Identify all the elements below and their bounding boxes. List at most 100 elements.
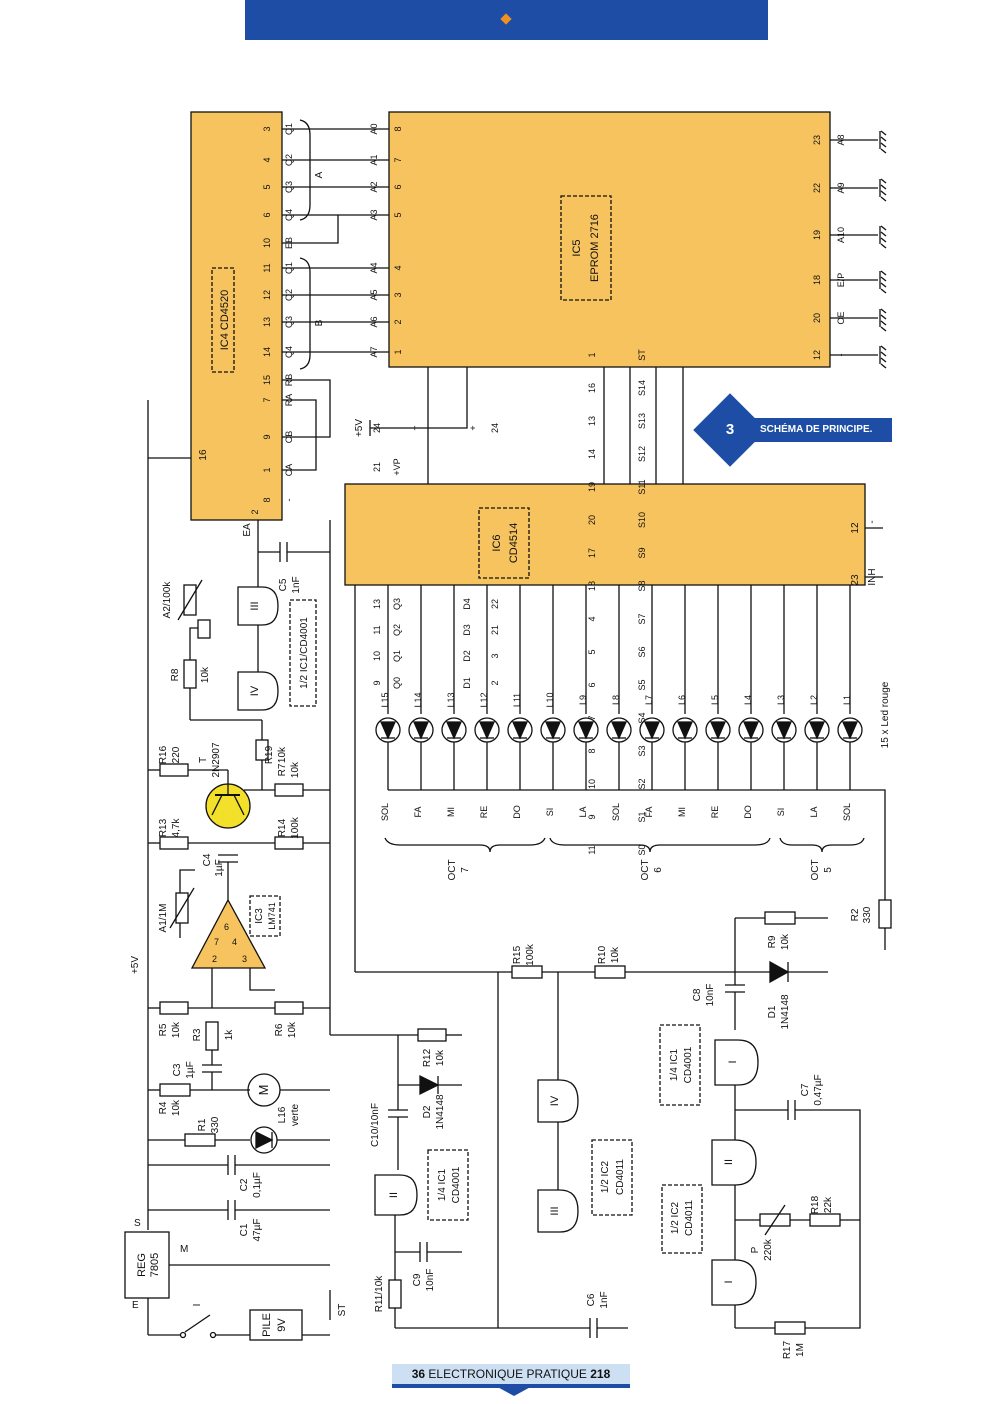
svg-text:4: 4 [232, 937, 237, 947]
ic6-pin-label: S5 [637, 679, 647, 690]
led-label: L5 [710, 695, 720, 705]
ic3-opamp [190, 898, 267, 969]
ic4-pin-num: 2 [250, 509, 260, 514]
l16-name: L16 [277, 1106, 288, 1123]
note-label: FA [413, 806, 423, 817]
ic5-pin-num: 12 [812, 350, 822, 360]
ic6-pin-num: 11 [587, 845, 597, 854]
ic5-pin-num: 13 [372, 599, 382, 609]
ic4-pin-num: 4 [262, 157, 272, 162]
c1-value: 47µF [252, 1219, 263, 1242]
r12-body [417, 1028, 447, 1042]
note-label: FA [644, 806, 654, 817]
reg-e: E [132, 1300, 139, 1311]
d1-name: D1 [767, 1005, 778, 1018]
ic6-pin-label: S7 [637, 613, 647, 624]
ic6-part: CD4514 [508, 523, 520, 563]
l16-value: verte [290, 1103, 301, 1126]
r14-name: R14 [277, 818, 288, 837]
ic2-half-box [591, 1139, 633, 1216]
oct5-num: 5 [823, 867, 834, 873]
led-label: L3 [776, 695, 786, 705]
ic6-pin-label: S0 [637, 844, 647, 855]
r8-name: R8 [170, 668, 181, 681]
r5-name: R5 [158, 1023, 169, 1036]
ic1-q2-part: CD4001 [683, 1046, 694, 1083]
r5-body [159, 1001, 189, 1015]
c8-value: 10nF [705, 984, 716, 1007]
t-part: 2N2907 [211, 742, 222, 777]
ic6-pin-num: 13 [587, 416, 597, 426]
ic6-pin-num: 7 [587, 715, 597, 720]
ic6-pin-num: 16 [587, 383, 597, 393]
ic6-pin-num: 1 [587, 352, 597, 357]
c6-value: 1nF [599, 1291, 610, 1308]
ic6-pin-num: 3 [490, 653, 500, 658]
ic3-name-box [249, 895, 281, 937]
pile-name: PILE [261, 1313, 273, 1337]
d1-value: 1N4148 [780, 994, 791, 1029]
r4-name: R4 [158, 1101, 169, 1114]
ic6-pin12-num: 12 [850, 522, 861, 534]
led-common-wire [388, 789, 886, 900]
gate-i-a-label: I [727, 1060, 739, 1063]
note-label: DO [743, 805, 753, 819]
bus-a-brace [299, 119, 311, 221]
p-name: P [750, 1246, 761, 1253]
ic4-pin16: 16 [198, 449, 209, 461]
r1-body [184, 1133, 216, 1147]
ic5-pin-num: 4 [393, 265, 403, 270]
ic5-pin-label: Q1 [392, 650, 402, 662]
r9-body [764, 911, 796, 925]
oct6-num: 6 [653, 867, 664, 873]
pile-body [249, 1309, 303, 1341]
led-label: L1 [842, 695, 852, 705]
led-label: L2 [809, 695, 819, 705]
r9-name: R9 [767, 935, 778, 948]
r8-body [183, 659, 197, 689]
r18-value: 22k [823, 1196, 834, 1213]
reg-body [124, 1231, 170, 1299]
ic6-pin-num: 17 [587, 548, 597, 558]
ic6-pin-num: 4 [587, 616, 597, 621]
gate-i-b [711, 1259, 757, 1306]
ic4-pin-label: - [284, 499, 294, 502]
ic5-body [388, 111, 831, 368]
led-label: L8 [611, 695, 621, 705]
gate-i-b-label: I [723, 1280, 735, 1283]
ic6-pin-label: D3 [462, 624, 472, 636]
ic5-pin-num: 2 [393, 319, 403, 324]
ic6-pin-label: S1 [637, 811, 647, 822]
ic5-pin-label: Q0 [392, 677, 402, 689]
ic6-pin-label: S13 [637, 413, 647, 429]
note-label: SOL [842, 803, 852, 821]
r4-body [159, 1083, 191, 1097]
ic5-pin-num: 7 [393, 157, 403, 162]
r15-body [511, 965, 543, 979]
note-label: LA [578, 806, 588, 817]
ic6-pin23-num: 23 [850, 574, 861, 586]
c9-name: C9 [412, 1273, 423, 1286]
ic5-pin-num: 9 [372, 680, 382, 685]
ic5-pin-num: 5 [393, 212, 403, 217]
oct7-name: OCT [447, 859, 458, 880]
oct5-name: OCT [810, 859, 821, 880]
ic5-pin-label: Q2 [392, 624, 402, 636]
r11-name: R11/10k [374, 1275, 385, 1313]
ic5-pin-num: 6 [393, 184, 403, 189]
r12-name: R12 [422, 1048, 433, 1067]
ic1-q1-name: 1/4 IC1 [437, 1168, 448, 1201]
led-label: L14 [413, 692, 423, 707]
ic6-name: IC6 [491, 534, 503, 551]
c5-name: C5 [278, 578, 289, 591]
c9-value: 10nF [425, 1269, 436, 1292]
d2-name: D2 [422, 1105, 433, 1118]
ic6-pin-label: S14 [637, 380, 647, 396]
ic4-pin-num: 12 [262, 290, 272, 300]
c6-name: C6 [586, 1293, 597, 1306]
ic4-pin-num: 8 [262, 497, 272, 502]
r13-value: 4,7k [171, 818, 182, 838]
led-label: L4 [743, 695, 753, 705]
ic6-pin-label: S8 [637, 580, 647, 591]
led-label: L12 [479, 692, 489, 707]
